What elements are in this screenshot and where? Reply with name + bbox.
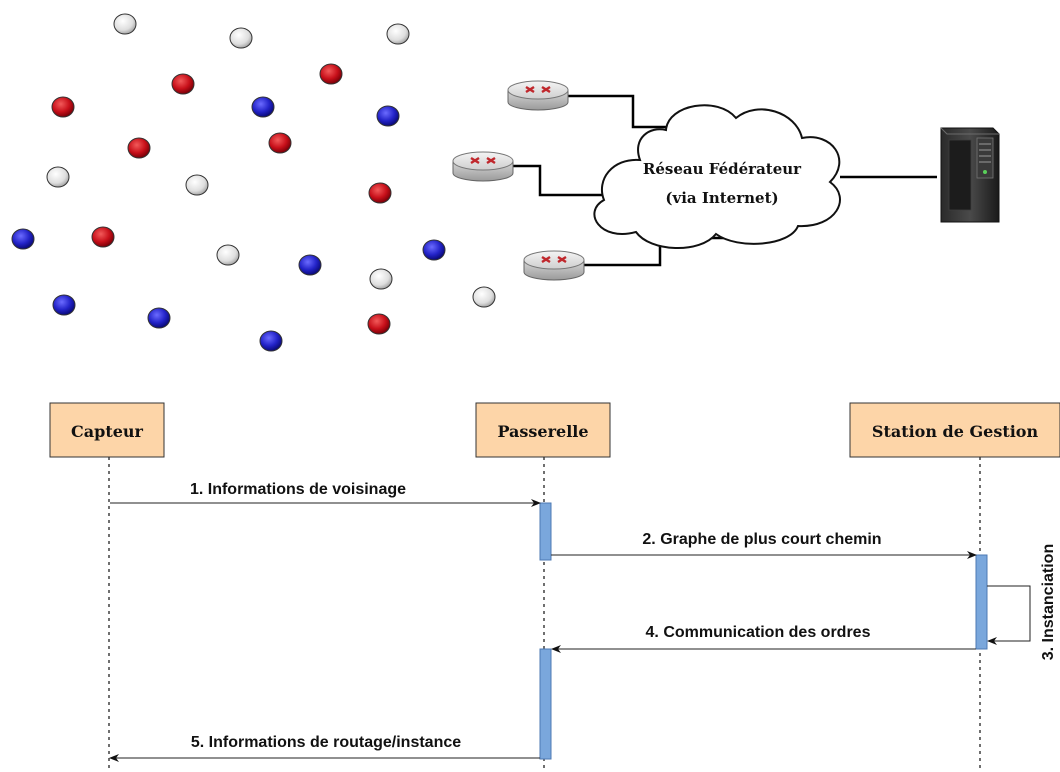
message-3-label: 3. Instanciation — [1040, 544, 1057, 660]
cloud-icon: Réseau Fédérateur (via Internet) — [593, 104, 841, 250]
sensor-node-blue — [11, 228, 35, 250]
sensor-node-gray — [369, 268, 393, 290]
sensor-field — [11, 13, 496, 352]
sensor-node-red — [127, 137, 151, 159]
sensor-node-red — [91, 226, 115, 248]
sensor-node-blue — [259, 330, 283, 352]
actor-sensor: Capteur — [49, 402, 165, 458]
sensor-node-red — [51, 96, 75, 118]
actor-station-label: Station de Gestion — [872, 422, 1039, 441]
sensor-node-blue — [251, 96, 275, 118]
activation-station — [975, 554, 988, 650]
sensor-node-gray — [229, 27, 253, 49]
cloud-label: Réseau Fédérateur — [643, 160, 802, 178]
router-icon — [507, 80, 569, 111]
sensor-node-blue — [422, 239, 446, 261]
link-router-2 — [512, 164, 610, 197]
actor-sensor-label: Capteur — [71, 422, 143, 441]
message-2-label: 2. Graphe de plus court chemin — [642, 531, 881, 548]
activation-gateway-2 — [539, 648, 552, 760]
activation-gateway-1 — [539, 502, 552, 561]
message-1-label: 1. Informations de voisinage — [190, 481, 406, 498]
sensor-node-red — [367, 313, 391, 335]
sensor-node-blue — [52, 294, 76, 316]
sensor-node-gray — [386, 23, 410, 45]
sensor-node-gray — [216, 244, 240, 266]
router-icon — [523, 250, 585, 281]
sensor-node-gray — [185, 174, 209, 196]
message-5-label: 5. Informations de routage/instance — [191, 734, 461, 751]
sensor-node-gray — [113, 13, 137, 35]
sensor-node-gray — [472, 286, 496, 308]
actor-gateway: Passerelle — [475, 402, 611, 458]
message-3-arrow — [987, 585, 1031, 645]
message-4-label: 4. Communication des ordres — [646, 624, 871, 641]
server-icon — [940, 127, 1000, 223]
sensor-node-red — [171, 73, 195, 95]
actor-gateway-label: Passerelle — [497, 422, 588, 441]
sensor-node-red — [368, 182, 392, 204]
sensor-node-red — [268, 132, 292, 154]
actor-station: Station de Gestion — [849, 402, 1060, 458]
sensor-node-blue — [298, 254, 322, 276]
sensor-node-red — [319, 63, 343, 85]
router-icon — [452, 151, 514, 182]
sensor-node-gray — [46, 166, 70, 188]
sensor-node-blue — [376, 105, 400, 127]
sensor-node-blue — [147, 307, 171, 329]
cloud-label-sub: (via Internet) — [665, 189, 778, 207]
